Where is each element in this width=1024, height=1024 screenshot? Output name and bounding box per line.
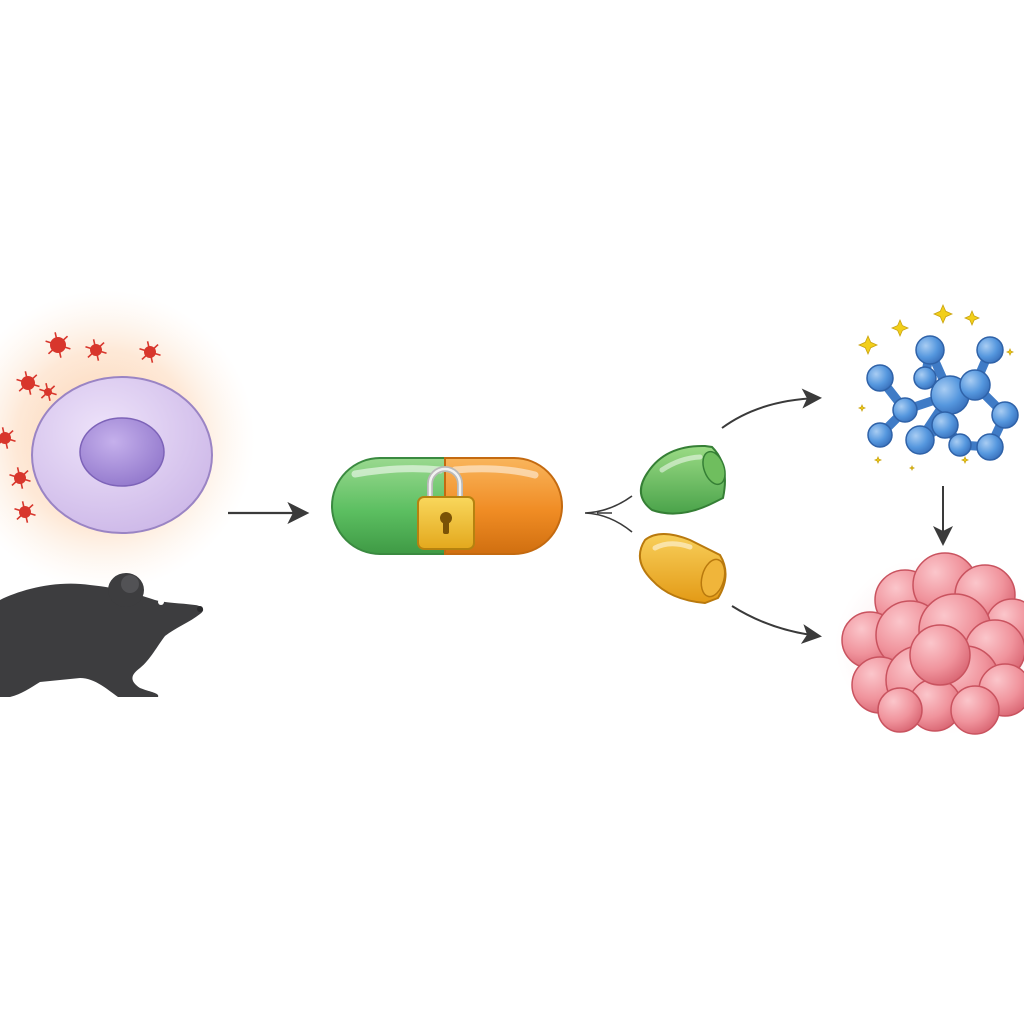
sparkle-icon: [908, 464, 916, 472]
molecule-atom: [959, 369, 991, 401]
cytokine-particles: [0, 332, 161, 523]
capsule-green-half: [331, 457, 446, 555]
mouse-icon: [0, 573, 204, 697]
sparkles: [857, 303, 1015, 472]
molecule-atom: [991, 401, 1019, 429]
cytokine-particle: [85, 339, 107, 361]
arrow-green-to-molecule: [721, 388, 822, 429]
cytokine-particle: [39, 383, 57, 401]
sparkle-icon: [963, 309, 981, 327]
molecule-icon: [857, 303, 1019, 472]
sparkle-icon: [857, 403, 867, 413]
molecule-atom: [866, 364, 894, 392]
split-lines: [584, 495, 633, 533]
cell-nucleus: [79, 417, 165, 487]
green-capsule-half-icon: [640, 444, 726, 515]
locked-capsule-icon: [331, 457, 563, 555]
molecule-atom: [976, 336, 1004, 364]
molecule-atom: [905, 425, 935, 455]
cytokine-particle: [0, 427, 16, 449]
molecule-atom: [931, 411, 959, 439]
tissue-lobe: [950, 685, 1000, 735]
cytokine-particle: [16, 371, 40, 395]
sparkle-icon: [890, 318, 910, 338]
molecule-atom: [913, 366, 937, 390]
tissue-lobe: [877, 687, 923, 733]
molecule-atom: [976, 433, 1004, 461]
sparkle-icon: [873, 455, 883, 465]
cytokine-particle: [9, 467, 31, 489]
sparkle-icon: [857, 334, 879, 356]
tissue-lobe: [909, 624, 971, 686]
sparkle-icon: [960, 455, 970, 465]
molecule-atom: [892, 397, 918, 423]
molecule-atom: [867, 422, 893, 448]
cytokine-particle: [139, 341, 161, 363]
inflamed-cell-icon: [0, 290, 255, 590]
cytokine-particle: [45, 332, 71, 358]
molecule-atom: [948, 433, 972, 457]
cytokine-particle: [14, 501, 36, 523]
molecule-atom: [915, 335, 945, 365]
arrow-yellow-to-tissue: [731, 605, 822, 644]
sparkle-icon: [1005, 347, 1015, 357]
padlock-icon: [417, 466, 475, 550]
sparkle-icon: [932, 303, 954, 325]
tissue-cluster-icon: [835, 552, 1024, 735]
yellow-capsule-half-icon: [638, 533, 727, 605]
